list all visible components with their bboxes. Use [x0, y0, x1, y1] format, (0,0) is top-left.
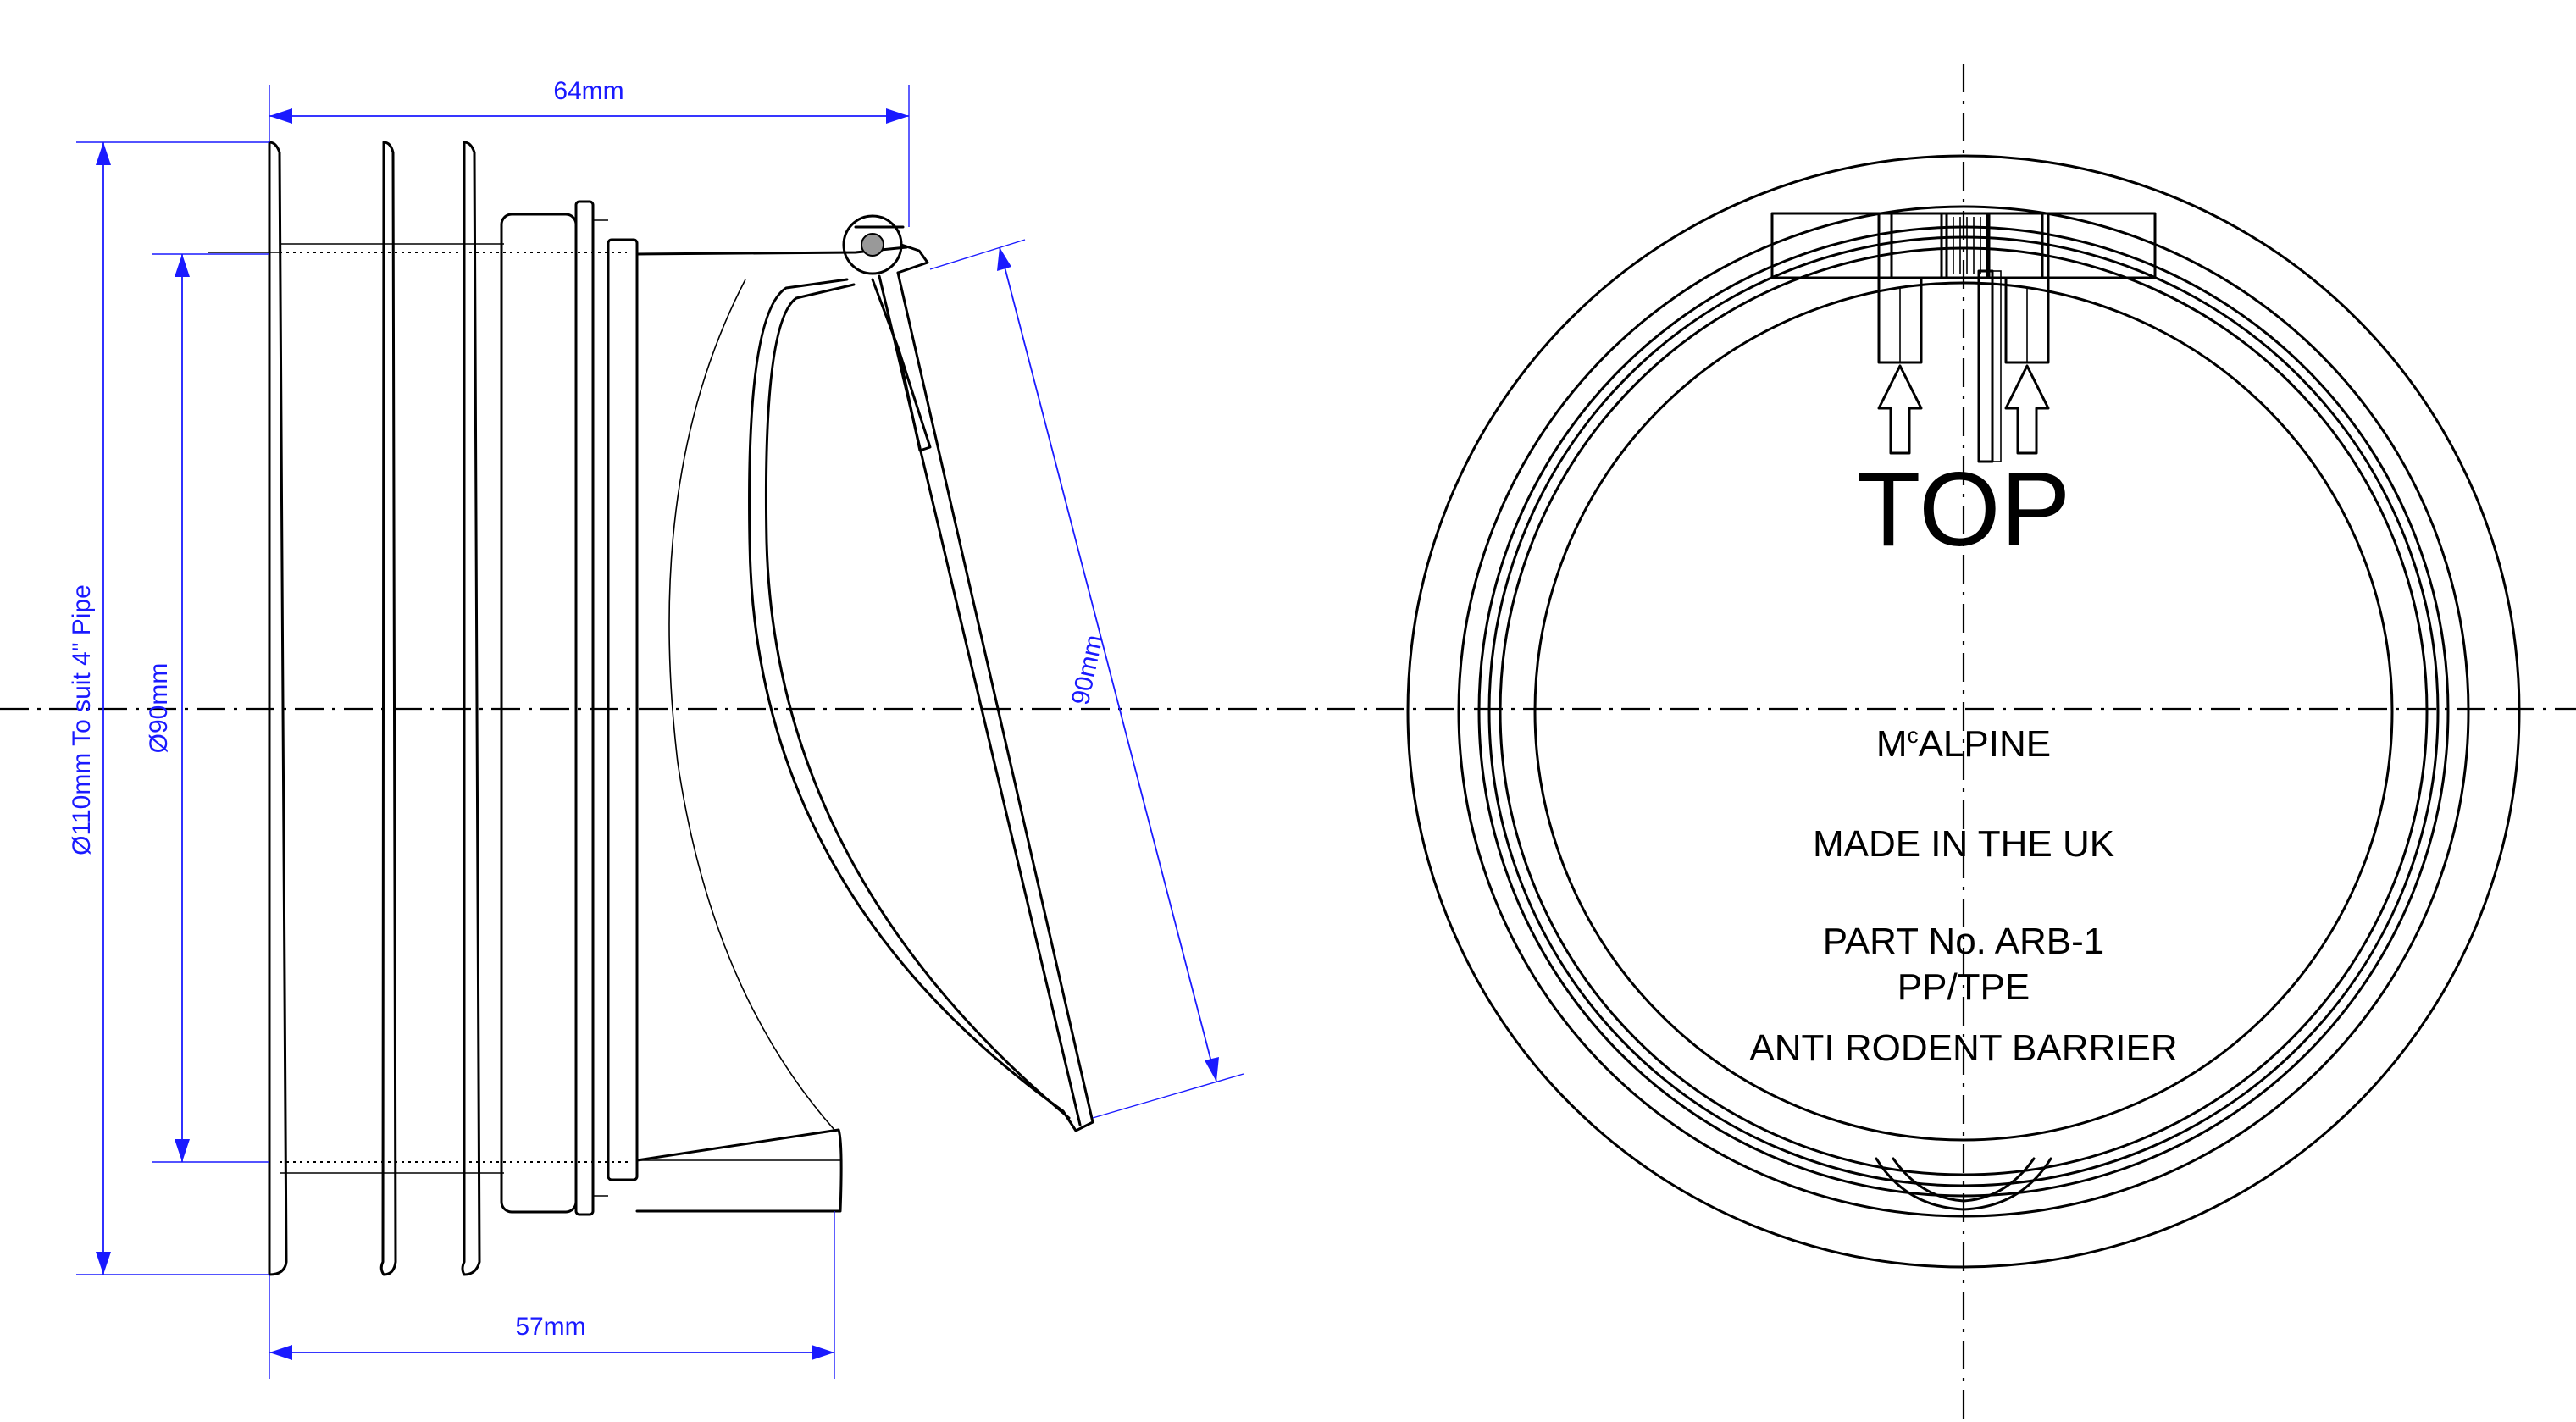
- dimension-labels: 64mm 57mm Ø110mm To suit 4" Pipe Ø90mm 9…: [68, 77, 1109, 1341]
- dim-flap-label: 90mm: [1066, 633, 1109, 707]
- product-label: ANTI RODENT BARRIER: [1749, 1027, 2177, 1069]
- dim-64mm-label: 64mm: [553, 77, 623, 105]
- brand-label: McALPINE: [1876, 722, 2051, 765]
- material-label: PP/TPE: [1897, 966, 2030, 1008]
- dim-inner-diameter-label: Ø90mm: [145, 663, 173, 754]
- front-labels: TOP McALPINE MADE IN THE UK PART No. ARB…: [1749, 451, 2177, 1069]
- dim-outer-diameter-label: Ø110mm To suit 4" Pipe: [68, 584, 96, 855]
- front-view: [1406, 154, 2521, 1269]
- dim-57mm-label: 57mm: [515, 1313, 585, 1341]
- top-label: TOP: [1857, 451, 2071, 568]
- dimension-lines: [76, 85, 1244, 1379]
- made-in-label: MADE IN THE UK: [1813, 823, 2114, 865]
- part-no-label: PART No. ARB-1: [1823, 921, 2105, 962]
- side-view: [208, 141, 1094, 1276]
